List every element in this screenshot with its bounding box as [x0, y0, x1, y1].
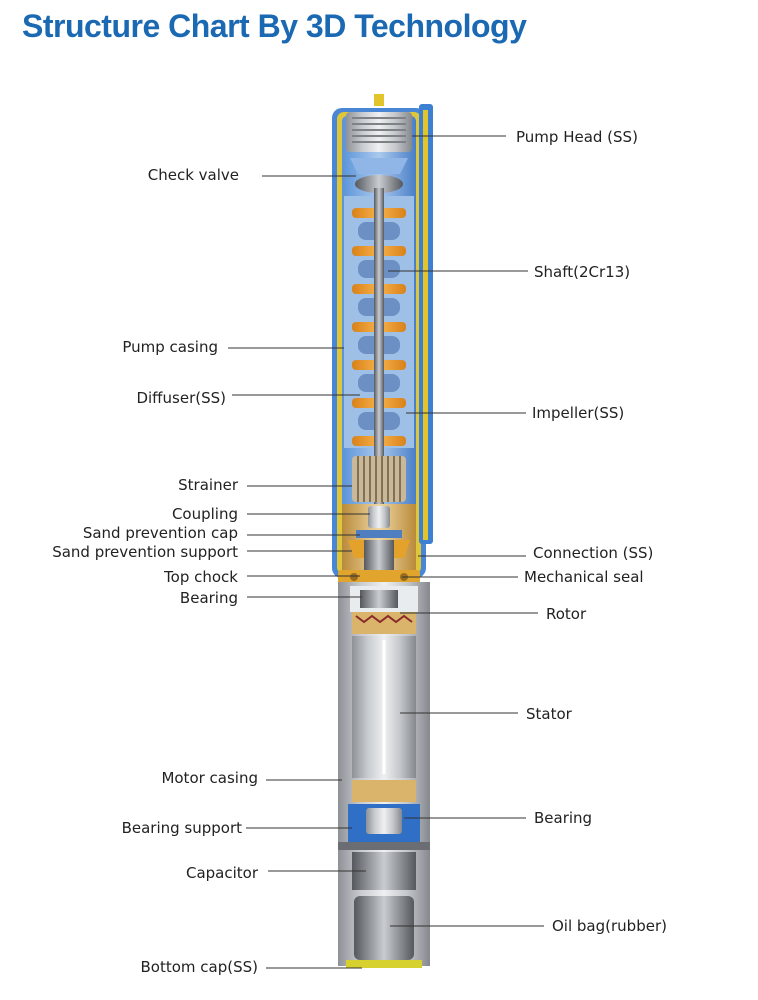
motor-section [338, 582, 430, 968]
coupling-assembly [338, 504, 420, 584]
lower-winding [352, 780, 416, 802]
label-connection: Connection (SS) [533, 544, 653, 562]
leader-lines [228, 135, 544, 969]
labels-left: Check valve Pump casing Diffuser(SS) Str… [52, 166, 259, 976]
rotor-winding [352, 612, 416, 634]
pump-section [332, 94, 433, 608]
page-title: Structure Chart By 3D Technology [22, 8, 527, 44]
pump-head [346, 112, 412, 152]
label-bottom-cap: Bottom cap(SS) [141, 958, 259, 976]
label-rotor: Rotor [546, 605, 587, 623]
check-valve [350, 158, 408, 193]
label-bearing-upper: Bearing [180, 589, 238, 607]
lower-bearing [366, 808, 402, 834]
bottom-cap [346, 960, 422, 968]
labels-right: Pump Head (SS) Shaft(2Cr13) Impeller(SS)… [516, 128, 667, 935]
label-pump-head: Pump Head (SS) [516, 128, 638, 146]
label-capacitor: Capacitor [186, 864, 259, 882]
label-stator: Stator [526, 705, 573, 723]
pump-shaft [374, 188, 384, 608]
label-shaft: Shaft(2Cr13) [534, 263, 630, 281]
label-coupling: Coupling [172, 505, 238, 523]
label-pump-casing: Pump casing [122, 338, 218, 356]
label-mechanical-seal: Mechanical seal [524, 568, 644, 586]
label-impeller: Impeller(SS) [532, 404, 624, 422]
label-top-chock: Top chock [163, 568, 238, 586]
label-motor-casing: Motor casing [161, 769, 258, 787]
label-check-valve: Check valve [148, 166, 239, 184]
label-bearing-support: Bearing support [122, 819, 243, 837]
label-bearing-lower: Bearing [534, 809, 592, 827]
connection-ring [338, 570, 420, 584]
label-sand-prevention-support: Sand prevention support [52, 543, 238, 561]
strainer [352, 456, 406, 502]
label-oil-bag: Oil bag(rubber) [552, 917, 667, 935]
oil-bag [354, 896, 414, 960]
label-diffuser: Diffuser(SS) [136, 389, 226, 407]
label-strainer: Strainer [178, 476, 239, 494]
label-sand-prevention-cap: Sand prevention cap [83, 524, 238, 542]
